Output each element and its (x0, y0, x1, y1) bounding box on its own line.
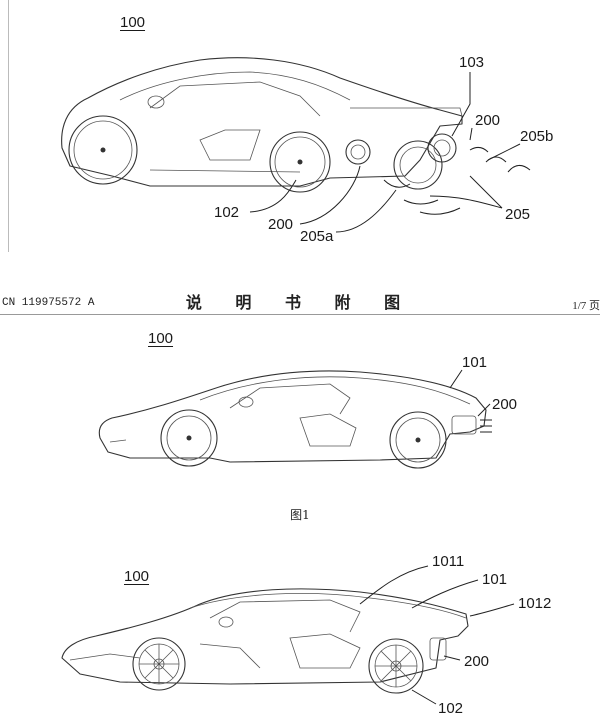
car-drawing-top (61, 57, 531, 233)
figure-top-exploded-view: 100 103 200 205b 102 200 205a 205 (0, 0, 600, 252)
ref-label-200: 200 (464, 653, 490, 670)
ref-label-200-lower: 200 (268, 216, 294, 233)
ref-label-1011: 1011 (432, 553, 465, 570)
page-header: CN 119975572 A 说 明 书 附 图 1/7 页 (0, 288, 600, 315)
car-drawing-bottom (61, 565, 515, 705)
ref-label-101: 101 (482, 571, 508, 588)
ref-label-1012: 1012 (518, 595, 552, 612)
ref-label-102: 102 (214, 204, 240, 221)
figure-1-side-view: 100 101 200 (0, 318, 600, 478)
page-number: 1/7 页 (572, 300, 600, 312)
car-drawing-mid (98, 369, 492, 469)
ref-label-102: 102 (438, 700, 464, 717)
ref-label-100: 100 (148, 330, 174, 347)
ref-label-103: 103 (459, 54, 485, 71)
ref-label-100: 100 (124, 568, 150, 585)
ref-label-100: 100 (120, 14, 146, 31)
figure-caption: 图1 (290, 508, 310, 522)
section-title: 说 明 书 附 图 (185, 293, 415, 312)
ref-label-205a: 205a (300, 228, 334, 245)
figure-2-detailed-side-view: 100 1011 101 1012 200 102 (0, 548, 600, 728)
ref-label-101: 101 (462, 354, 488, 371)
ref-label-205b: 205b (520, 128, 554, 145)
ref-label-200: 200 (475, 112, 501, 129)
ref-label-205: 205 (505, 206, 531, 223)
ref-label-200: 200 (492, 396, 518, 413)
patent-number: CN 119975572 A (2, 297, 95, 309)
page-edge-line (8, 0, 9, 252)
